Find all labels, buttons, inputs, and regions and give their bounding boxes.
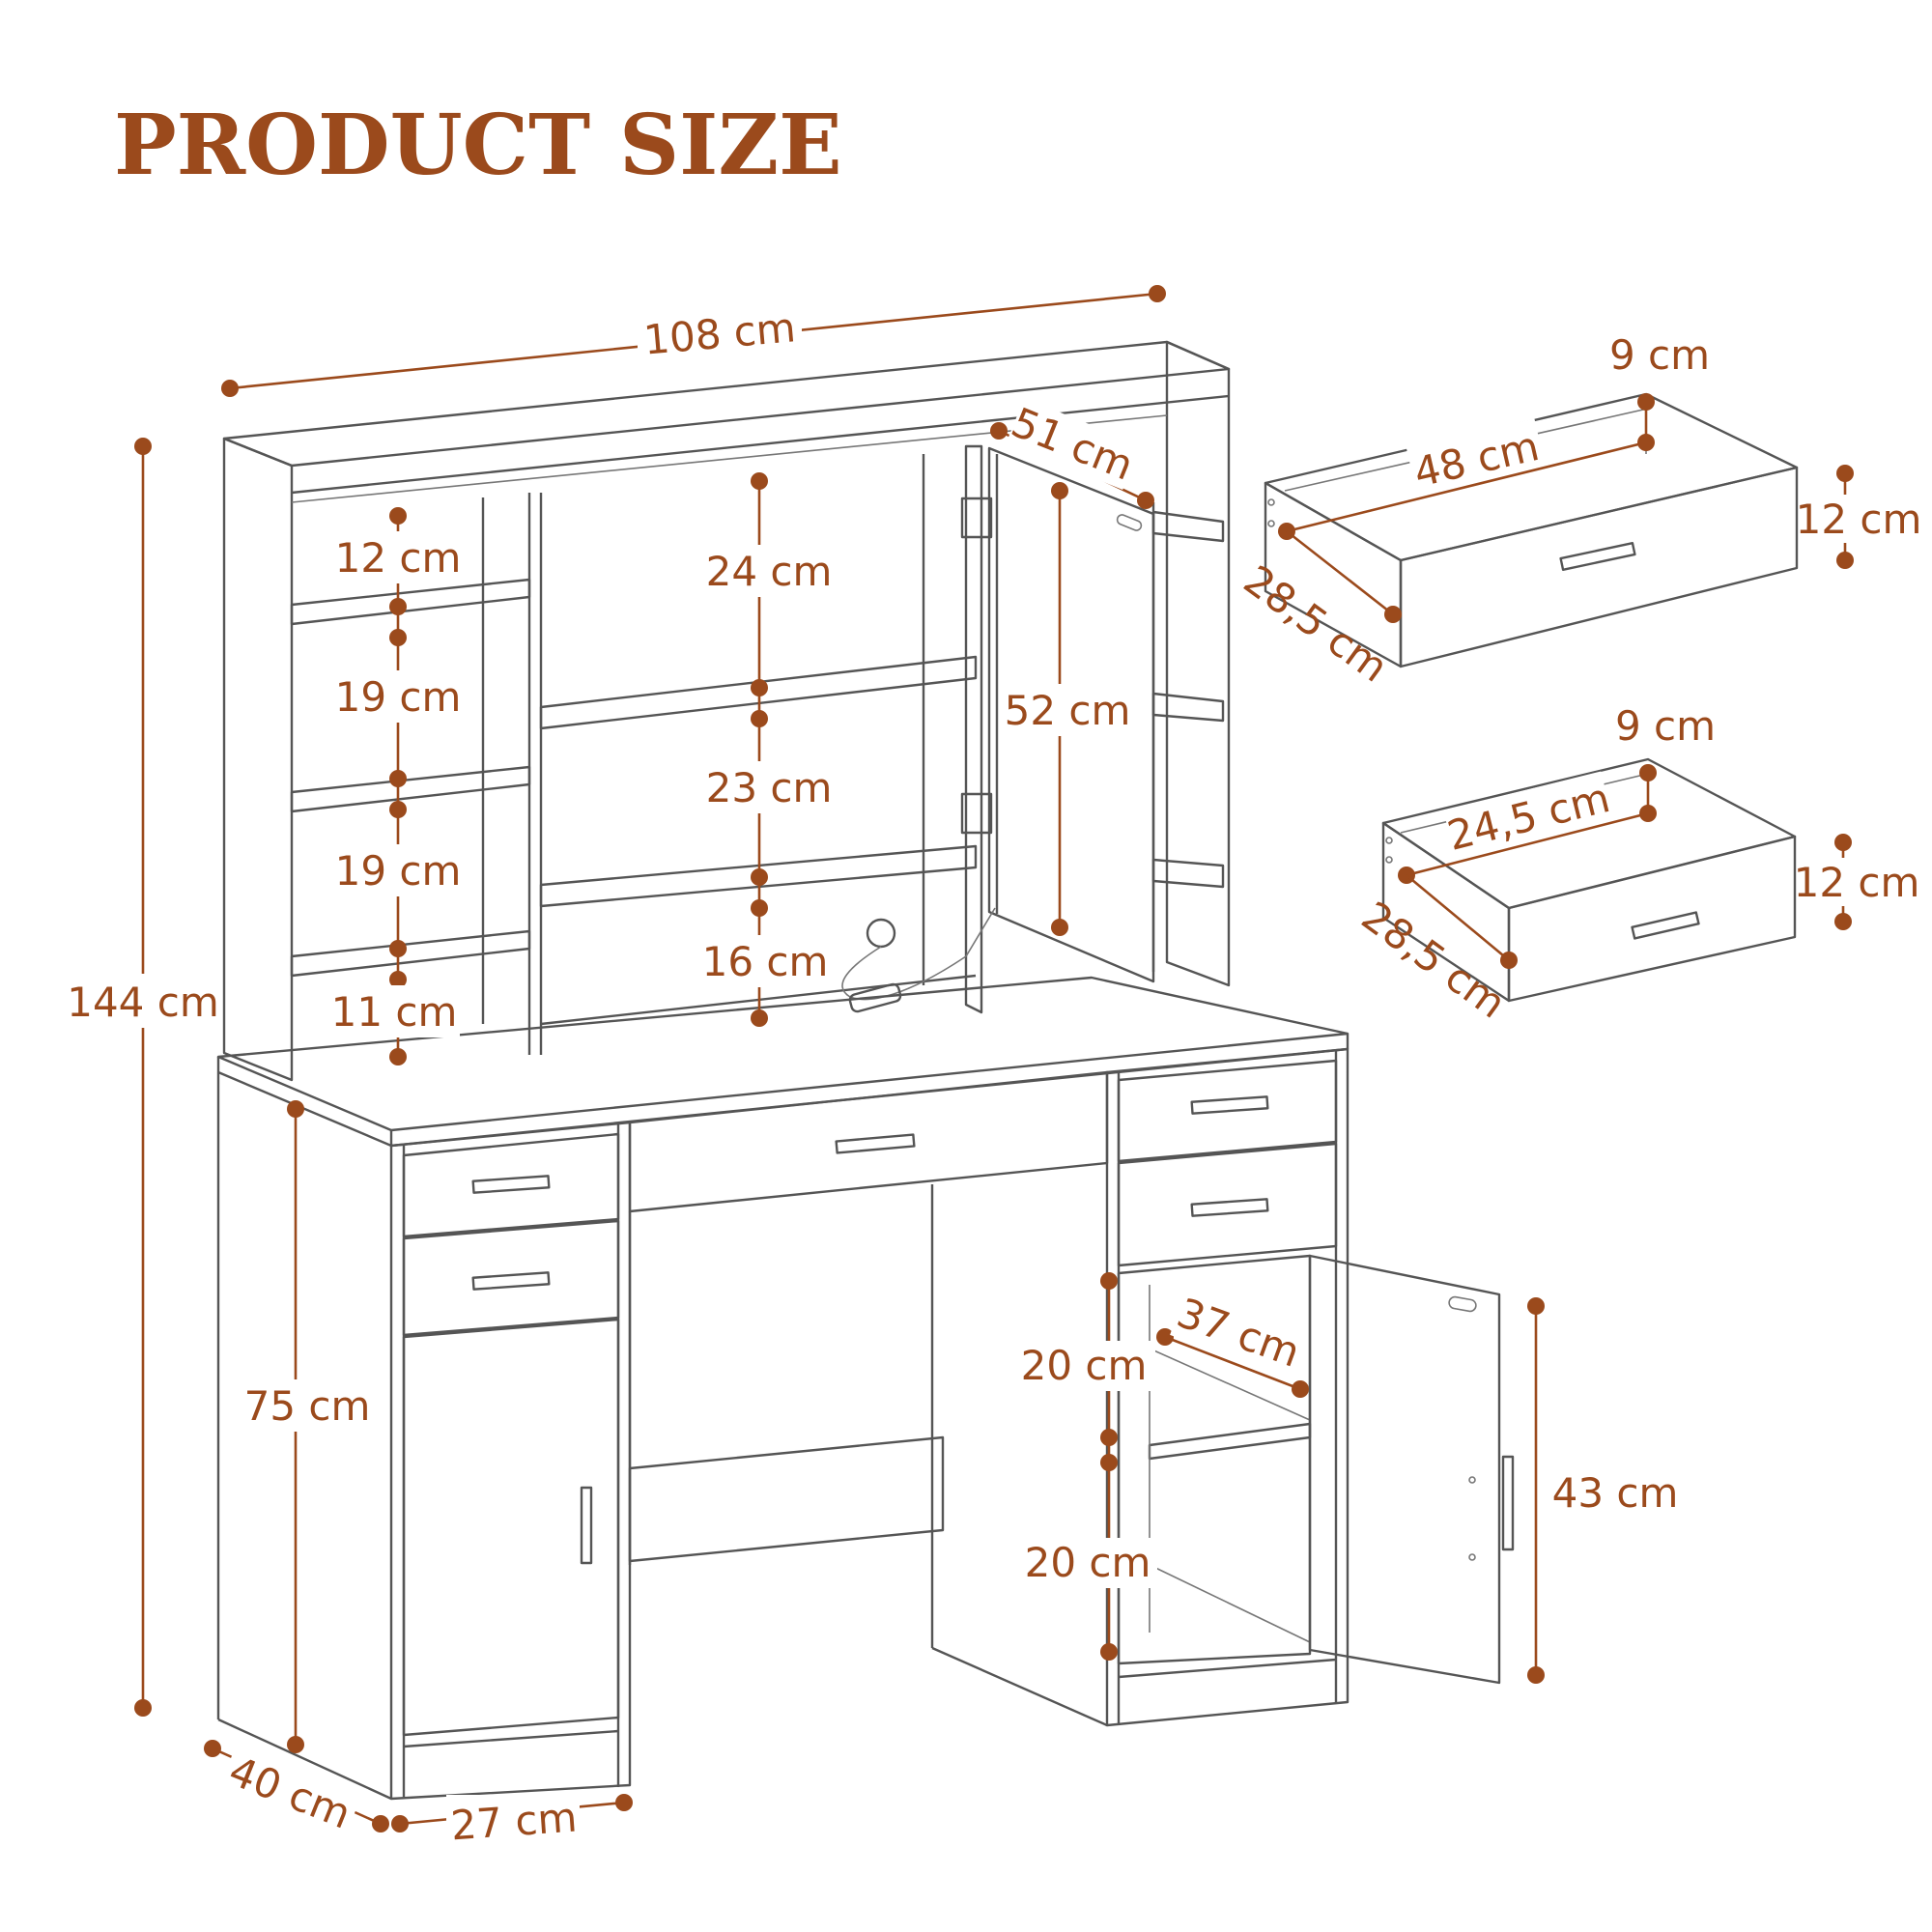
label-left-shelf-1: 12 cm <box>335 534 462 582</box>
label-drawer-small-height: 12 cm <box>1794 859 1920 906</box>
label-cabinet-width: 27 cm <box>449 1793 579 1849</box>
label-left-shelf-3: 19 cm <box>335 847 462 895</box>
label-center-shelf-1: 24 cm <box>706 548 833 595</box>
hutch <box>222 340 1231 1082</box>
label-center-shelf-3: 16 cm <box>702 938 829 985</box>
label-cabinet-shelf-1: 20 cm <box>1021 1342 1148 1389</box>
label-drawer-small-length: 24,5 cm <box>1443 774 1615 860</box>
label-drawer-large-depth: 28,5 cm <box>1236 556 1397 692</box>
label-desk-height: 75 cm <box>244 1382 371 1430</box>
label-center-shelf-2: 23 cm <box>706 764 833 811</box>
label-left-shelf-4: 11 cm <box>331 988 458 1036</box>
label-left-shelf-2: 19 cm <box>335 673 462 721</box>
label-mirror-height: 52 cm <box>1005 687 1131 734</box>
label-cabinet-height: 43 cm <box>1552 1469 1679 1517</box>
desk <box>216 976 1515 1801</box>
dimension-labels: 108 cm 144 cm 51 cm 52 cm 12 cm 19 cm 19… <box>66 303 1922 1850</box>
label-desk-depth: 40 cm <box>222 1747 357 1837</box>
label-drawer-large-inner-height: 9 cm <box>1609 331 1710 379</box>
label-cabinet-shelf-2: 20 cm <box>1025 1539 1151 1586</box>
page-title: PRODUCT SIZE <box>114 97 842 194</box>
label-drawer-small-depth: 28,5 cm <box>1353 893 1515 1028</box>
label-drawer-small-inner-height: 9 cm <box>1615 702 1716 750</box>
label-total-height: 144 cm <box>67 979 219 1026</box>
label-drawer-large-height: 12 cm <box>1796 496 1922 543</box>
label-cabinet-inner-depth: 37 cm <box>1171 1289 1306 1377</box>
